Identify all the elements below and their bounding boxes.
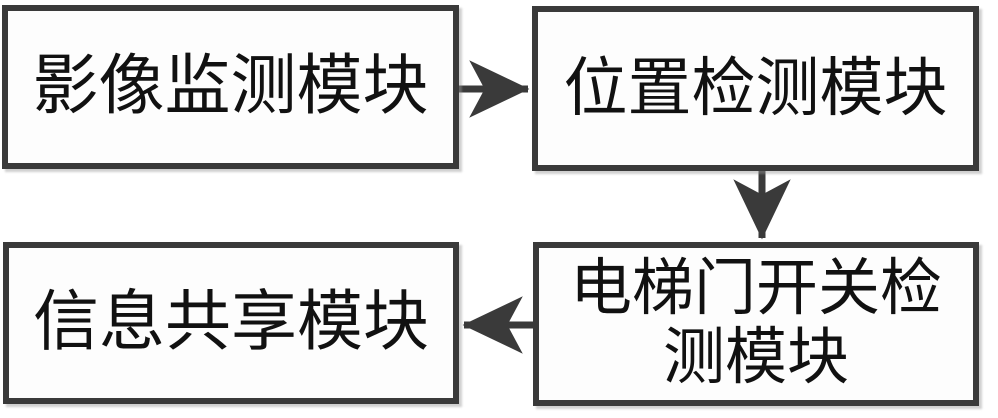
node-position-detect[interactable]: 位置检测模块	[532, 6, 979, 171]
node-info-share-label: 信息共享模块	[33, 286, 429, 360]
node-door-switch[interactable]: 电梯门开关检 测模块	[533, 242, 979, 406]
node-info-share[interactable]: 信息共享模块	[3, 242, 459, 404]
node-image-monitor[interactable]: 影像监测模块	[2, 5, 459, 169]
node-position-detect-label: 位置检测模块	[563, 52, 948, 124]
node-image-monitor-label: 影像监测模块	[32, 50, 429, 124]
node-door-switch-label: 电梯门开关检 测模块	[569, 254, 942, 392]
